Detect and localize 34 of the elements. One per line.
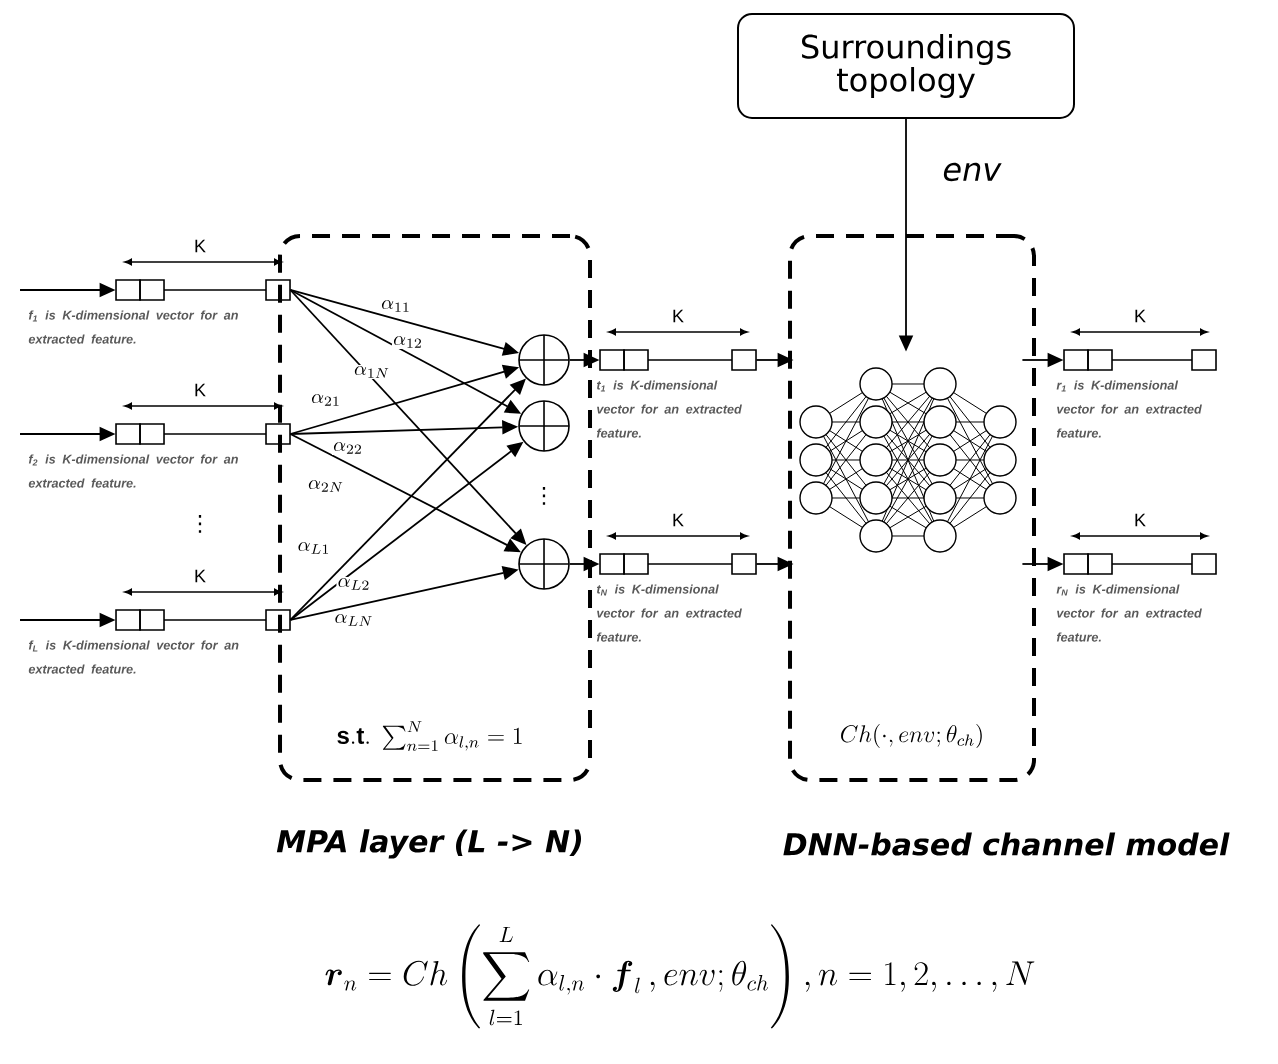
dimension-label: K bbox=[673, 309, 684, 323]
adder-circle bbox=[518, 538, 570, 590]
ellipsis: ⋮ bbox=[542, 487, 546, 505]
dimension-label: K bbox=[1135, 309, 1146, 323]
process-box: Surroundings topology bbox=[737, 13, 1075, 119]
vector-drawing bbox=[115, 609, 291, 631]
vector-drawing bbox=[1063, 553, 1217, 575]
vector-drawing bbox=[599, 553, 757, 575]
edge-label: $\alpha_{LN}$ bbox=[333, 613, 375, 627]
node-label: MPA layer (L -> N) bbox=[276, 829, 582, 859]
edge-label: $\alpha_{21}$ bbox=[309, 393, 343, 407]
edge-label: $\alpha_{11}$ bbox=[379, 299, 413, 313]
edge-label: $\alpha_{L2}$ bbox=[336, 577, 372, 591]
adder-circle bbox=[518, 334, 570, 386]
ellipsis: ⋮ bbox=[198, 515, 202, 533]
dimension-label: K bbox=[1135, 513, 1146, 527]
dimension-label: K bbox=[195, 569, 206, 583]
edge-label: $\alpha_{22}$ bbox=[331, 441, 365, 455]
edge-label: env bbox=[940, 160, 1004, 184]
neural-network-drawing bbox=[799, 367, 1017, 553]
equation: $\boldsymbol{r}_n = Ch\left(\sum_{l=1}^{L}\alpha_{l,n}\cdot\boldsymbol{f}_l\,, env;\theta_{ch}\right), n=1,2,\ldots,N$ bbox=[325, 924, 1035, 1029]
dimension-label: K bbox=[195, 239, 206, 253]
vector-drawing bbox=[1063, 349, 1217, 371]
vector-drawing bbox=[115, 423, 291, 445]
adder-circle bbox=[518, 400, 570, 452]
node-label: DNN-based channel model bbox=[783, 832, 1230, 856]
edge-label: $\alpha_{L1}$ bbox=[296, 541, 332, 555]
vector-drawing bbox=[599, 349, 757, 371]
dimension-label: K bbox=[195, 383, 206, 397]
dimension-label: K bbox=[673, 513, 684, 527]
vector-drawing bbox=[115, 279, 291, 301]
edge-label: $\alpha_{1N}$ bbox=[352, 365, 392, 379]
edge-label: $\alpha_{2N}$ bbox=[306, 479, 346, 493]
edge-label: $\alpha_{12}$ bbox=[391, 335, 425, 349]
